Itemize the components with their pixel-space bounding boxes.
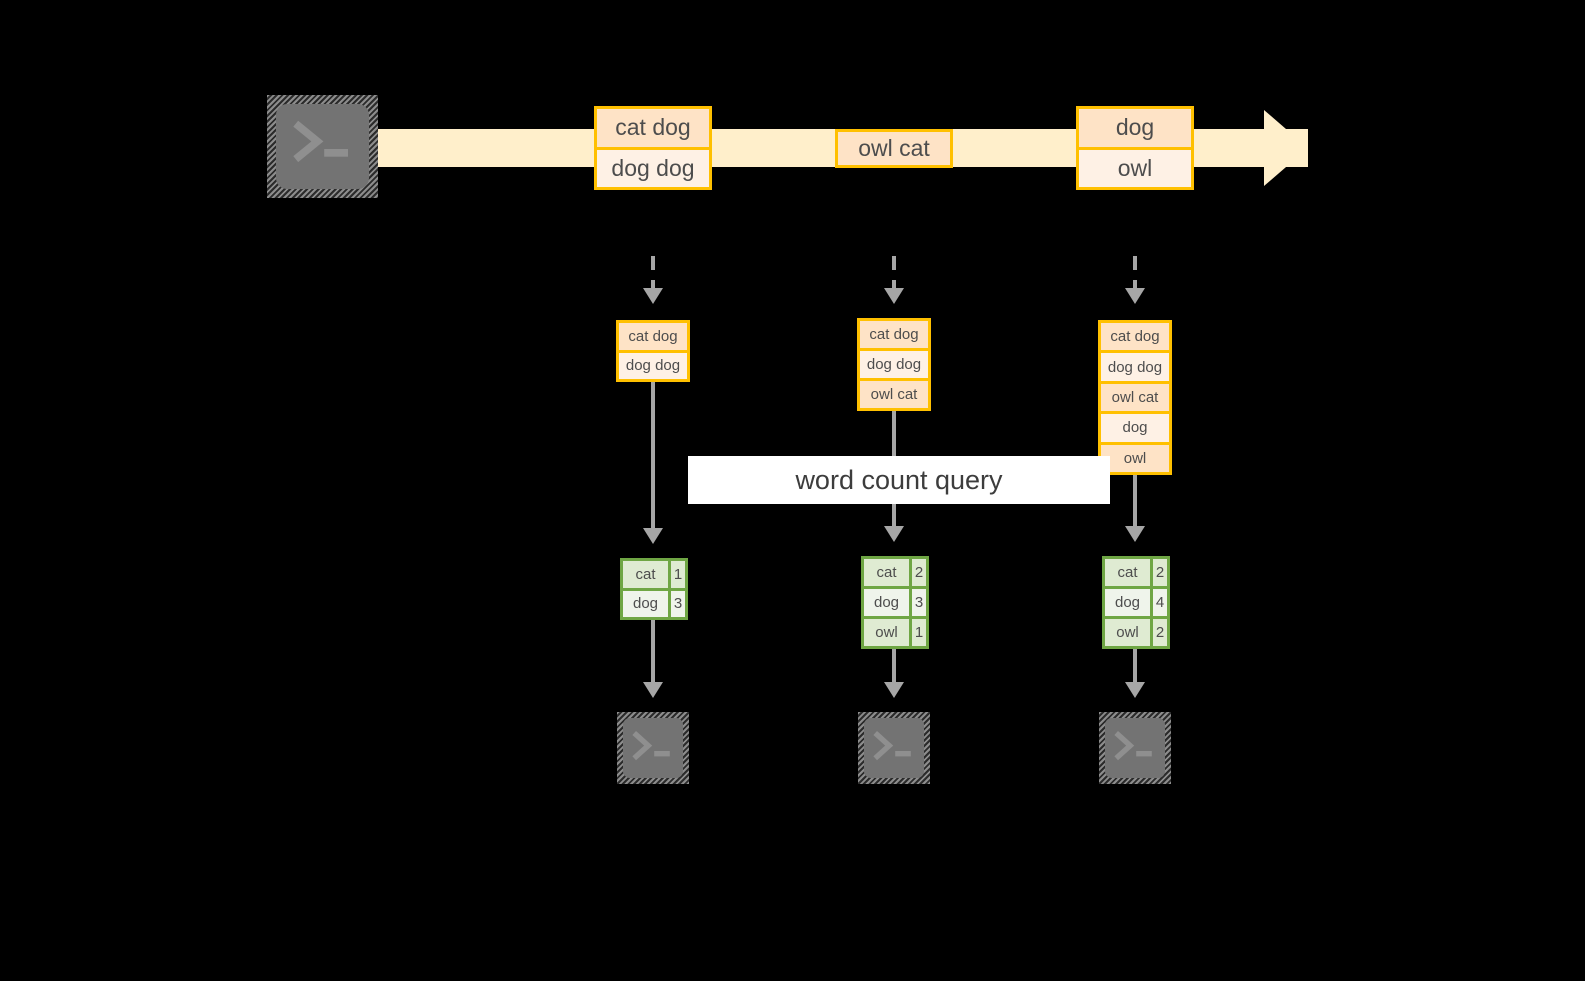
table-row: dog 3 bbox=[864, 586, 926, 616]
sink-terminal-icon-1 bbox=[617, 712, 689, 784]
terminal-prompt-glyph bbox=[632, 730, 670, 761]
result-count: 4 bbox=[1150, 589, 1167, 616]
result-word: cat bbox=[1105, 559, 1150, 586]
result-word: dog bbox=[623, 590, 668, 617]
snapshot-trigger-connector-1 bbox=[651, 256, 655, 292]
snapshot-input-line: cat dog bbox=[1101, 323, 1169, 351]
snapshot-input-1: cat dog dog dog bbox=[616, 320, 690, 382]
table-row: dog 3 bbox=[623, 587, 685, 617]
result-word: dog bbox=[864, 589, 909, 616]
snapshot-trigger-connector-2 bbox=[892, 256, 896, 292]
query-arrowhead-2 bbox=[884, 526, 904, 542]
sink-terminal-icon-2 bbox=[858, 712, 930, 784]
snapshot-input-line: dog dog bbox=[1101, 350, 1169, 381]
stream-event-line: owl cat bbox=[838, 132, 950, 165]
result-count: 3 bbox=[909, 589, 926, 616]
snapshot-input-line: owl cat bbox=[1101, 380, 1169, 412]
result-count: 1 bbox=[668, 561, 685, 588]
query-label-text: word count query bbox=[795, 464, 1003, 495]
sink-arrowhead-1 bbox=[643, 682, 663, 698]
stream-event-line: cat dog bbox=[597, 109, 709, 147]
result-count: 2 bbox=[909, 559, 926, 586]
result-word: owl bbox=[1105, 619, 1150, 646]
stream-timeline-arrowhead bbox=[1264, 110, 1308, 186]
terminal-prompt-glyph bbox=[293, 120, 348, 163]
result-word: cat bbox=[623, 561, 668, 588]
terminal-prompt-glyph bbox=[1114, 730, 1152, 761]
sink-arrowhead-3 bbox=[1125, 682, 1145, 698]
table-row: owl 1 bbox=[864, 616, 926, 646]
snapshot-input-2: cat dog dog dog owl cat bbox=[857, 318, 931, 411]
sink-connector-3 bbox=[1133, 649, 1137, 686]
result-table-1: cat 1 dog 3 bbox=[620, 558, 688, 620]
result-table-3: cat 2 dog 4 owl 2 bbox=[1102, 556, 1170, 649]
result-table-2: cat 2 dog 3 owl 1 bbox=[861, 556, 929, 649]
stream-event-3: dog owl bbox=[1076, 106, 1194, 190]
snapshot-input-line: cat dog bbox=[619, 323, 687, 350]
sink-terminal-icon-3 bbox=[1099, 712, 1171, 784]
snapshot-input-line: cat dog bbox=[860, 321, 928, 348]
snapshot-trigger-arrowhead-2 bbox=[884, 288, 904, 304]
query-connector-1 bbox=[651, 382, 655, 532]
source-terminal-icon bbox=[267, 95, 378, 198]
stream-event-line: dog dog bbox=[597, 146, 709, 187]
result-count: 1 bbox=[909, 619, 926, 646]
result-word: dog bbox=[1105, 589, 1150, 616]
snapshot-trigger-arrowhead-1 bbox=[643, 288, 663, 304]
snapshot-input-line: owl bbox=[1101, 441, 1169, 473]
table-row: owl 2 bbox=[1105, 616, 1167, 646]
stream-event-2: owl cat bbox=[835, 129, 953, 168]
query-arrowhead-3 bbox=[1125, 526, 1145, 542]
query-label-band: word count query bbox=[688, 456, 1110, 504]
result-count: 3 bbox=[668, 590, 685, 617]
snapshot-trigger-connector-3 bbox=[1133, 256, 1137, 292]
snapshot-input-line: owl cat bbox=[860, 378, 928, 408]
table-row: cat 2 bbox=[1105, 559, 1167, 586]
query-arrowhead-1 bbox=[643, 528, 663, 544]
snapshot-input-3: cat dog dog dog owl cat dog owl bbox=[1098, 320, 1172, 475]
result-word: owl bbox=[864, 619, 909, 646]
stream-event-line: owl bbox=[1079, 146, 1191, 187]
result-word: cat bbox=[864, 559, 909, 586]
sink-connector-1 bbox=[651, 620, 655, 686]
result-count: 2 bbox=[1150, 559, 1167, 586]
table-row: dog 4 bbox=[1105, 586, 1167, 616]
snapshot-input-line: dog dog bbox=[619, 349, 687, 379]
table-row: cat 1 bbox=[623, 561, 685, 588]
stream-event-line: dog bbox=[1079, 109, 1191, 147]
table-row: cat 2 bbox=[864, 559, 926, 586]
snapshot-trigger-arrowhead-3 bbox=[1125, 288, 1145, 304]
terminal-prompt-glyph bbox=[873, 730, 911, 761]
result-count: 2 bbox=[1150, 619, 1167, 646]
snapshot-input-line: dog bbox=[1101, 411, 1169, 442]
snapshot-input-line: dog dog bbox=[860, 348, 928, 378]
stream-event-1: cat dog dog dog bbox=[594, 106, 712, 190]
sink-arrowhead-2 bbox=[884, 682, 904, 698]
sink-connector-2 bbox=[892, 649, 896, 686]
query-connector-3 bbox=[1133, 475, 1137, 530]
